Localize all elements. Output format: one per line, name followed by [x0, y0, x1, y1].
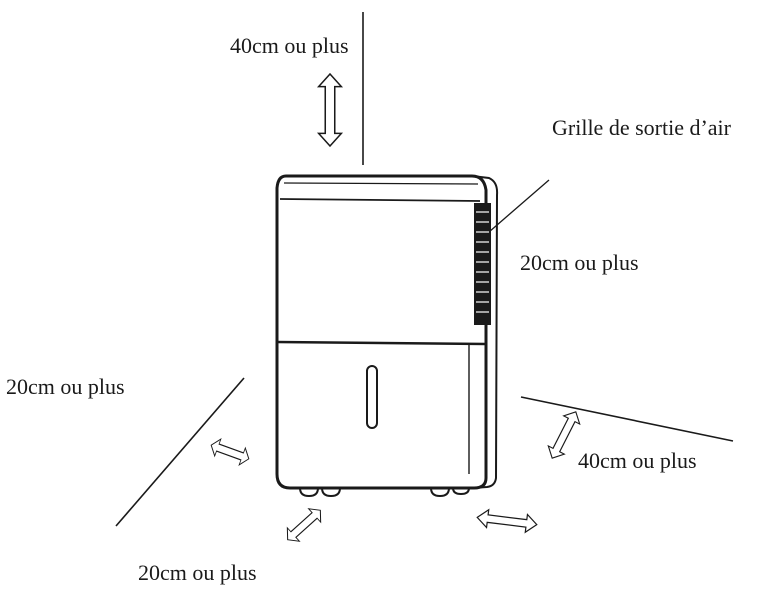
unit-front-body — [275, 174, 488, 490]
top-clearance-arrow — [317, 73, 343, 147]
back-clearance-label: 40cm ou plus — [578, 448, 697, 473]
air-outlet-leader-line — [488, 179, 550, 233]
tank-handle — [366, 365, 378, 429]
air-outlet-grille — [474, 203, 491, 325]
right-front-clearance-arrow — [475, 507, 539, 535]
top-clearance-label: 40cm ou plus — [230, 33, 349, 58]
air-outlet-grille-slats — [476, 211, 489, 313]
side-left-clearance-label: 20cm ou plus — [6, 374, 125, 399]
left-wall-line — [115, 377, 245, 527]
dehumidifier-unit — [275, 174, 499, 498]
unit-wheels — [299, 487, 470, 498]
unit-tank-top-line — [276, 340, 487, 346]
back-wall-line — [520, 396, 734, 442]
left-clearance-arrow — [207, 436, 253, 468]
unit-top-panel-line — [279, 198, 481, 202]
unit-top-edge-inner — [283, 182, 479, 185]
side-right-clearance-label: 20cm ou plus — [520, 250, 639, 275]
unit-side-face — [471, 175, 499, 489]
air-outlet-grille-label: Grille de sortie d’air — [552, 115, 732, 140]
front-clearance-arrow — [281, 503, 327, 547]
front-clearance-label: 20cm ou plus — [138, 560, 257, 585]
